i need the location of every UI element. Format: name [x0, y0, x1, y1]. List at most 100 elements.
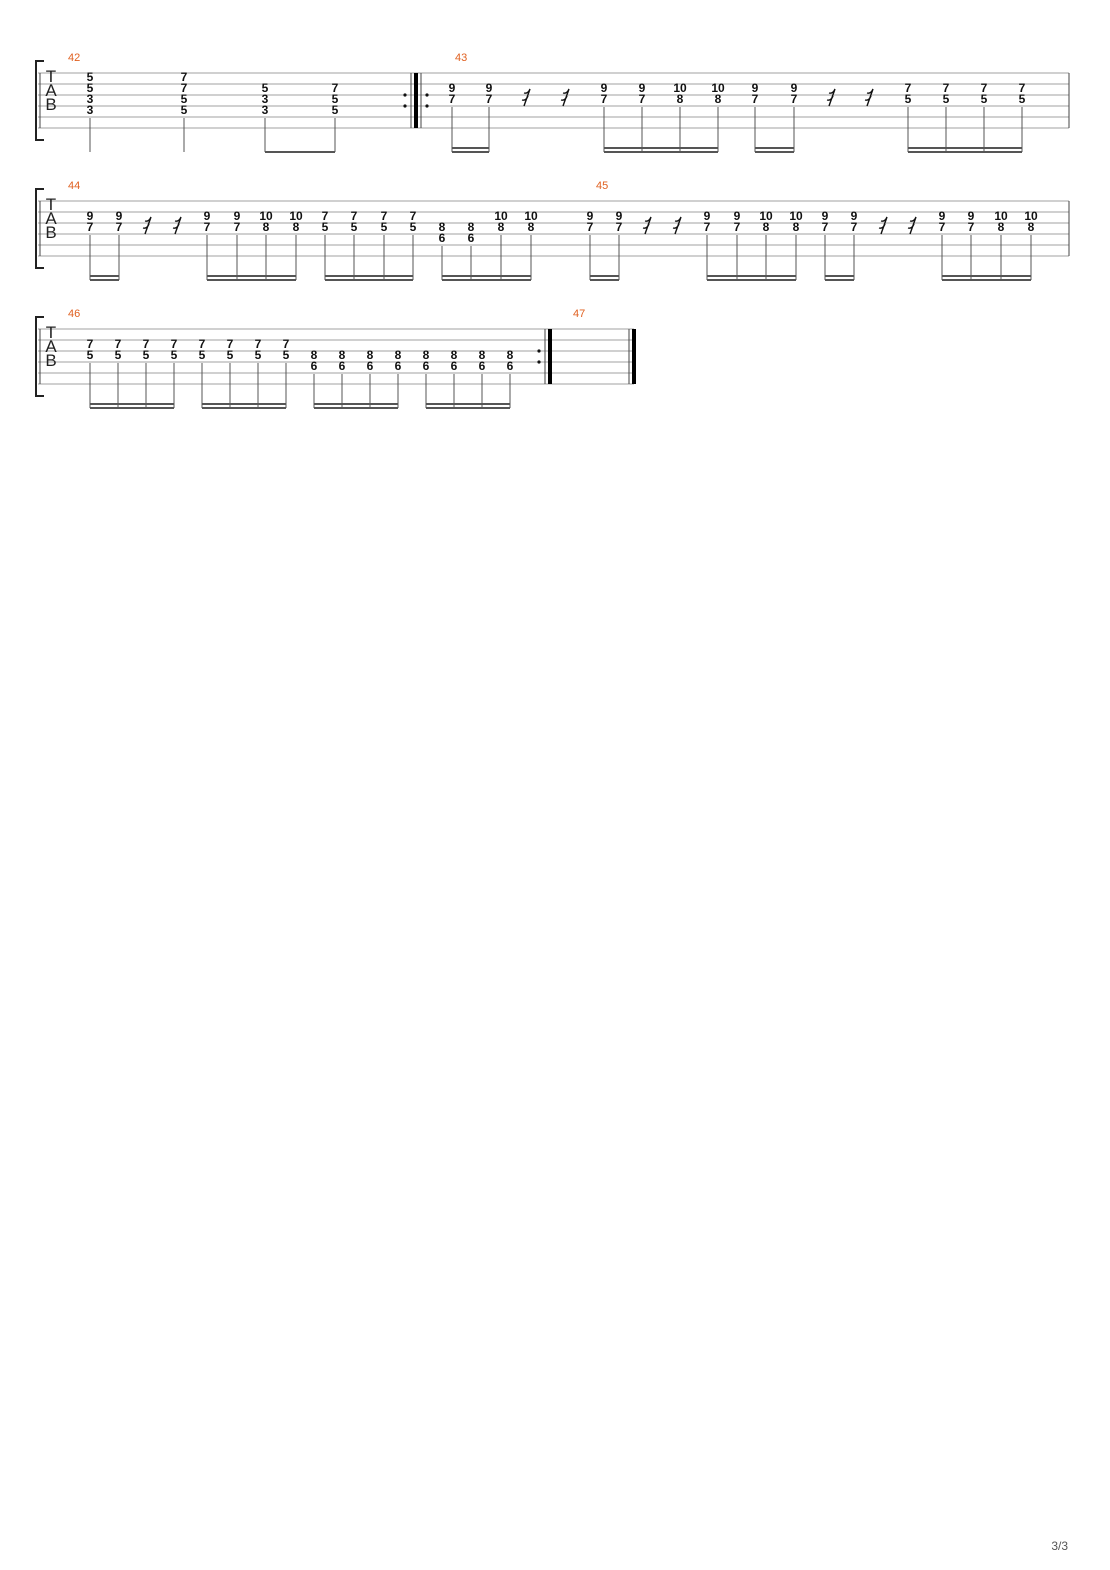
fret-number: 7	[116, 220, 123, 234]
bar-number: 45	[596, 180, 608, 192]
fret-number: 8	[395, 348, 402, 362]
fret-number: 5	[227, 348, 234, 362]
fret-number: 10	[494, 209, 508, 223]
fret-number: 9	[851, 209, 858, 223]
bar-number: 44	[68, 180, 80, 192]
tab-system: TAB4255337755533755439797979710810897977…	[35, 52, 1070, 153]
sixteenth-rest-glyph	[878, 216, 888, 235]
fret-number: 8	[311, 348, 318, 362]
fret-number: 10	[1024, 209, 1038, 223]
fret-number: 9	[639, 81, 646, 95]
fret-number: 5	[171, 348, 178, 362]
fret-number: 7	[171, 337, 178, 351]
tab-clef-letter: T	[46, 67, 56, 86]
fret-number: 7	[283, 337, 290, 351]
fret-number: 7	[1019, 81, 1026, 95]
fret-number: 8	[479, 348, 486, 362]
measure-47: 47	[573, 308, 636, 384]
bar-number: 46	[68, 308, 80, 320]
fret-number: 10	[524, 209, 538, 223]
fret-number: 3	[262, 103, 269, 117]
fret-number: 7	[255, 337, 262, 351]
fret-number: 5	[332, 92, 339, 106]
fret-number: 10	[259, 209, 273, 223]
repeat-dot	[537, 360, 541, 364]
sixteenth-rest-glyph	[521, 88, 531, 107]
bar-number: 43	[455, 52, 467, 64]
fret-number: 8	[498, 220, 505, 234]
fret-number: 8	[763, 220, 770, 234]
fret-number: 7	[351, 209, 358, 223]
fret-number: 10	[789, 209, 803, 223]
fret-number: 7	[639, 92, 646, 106]
fret-number: 3	[87, 92, 94, 106]
fret-number: 7	[752, 92, 759, 106]
tab-clef-letter: A	[45, 81, 57, 100]
fret-number: 7	[199, 337, 206, 351]
sixteenth-rest-glyph	[172, 216, 182, 235]
fret-number: 8	[507, 348, 514, 362]
fret-number: 7	[381, 209, 388, 223]
fret-number: 5	[351, 220, 358, 234]
fret-number: 7	[227, 337, 234, 351]
fret-number: 5	[1019, 92, 1026, 106]
fret-number: 7	[791, 92, 798, 106]
fret-number: 8	[1028, 220, 1035, 234]
fret-number: 7	[143, 337, 150, 351]
fret-number: 7	[616, 220, 623, 234]
fret-number: 8	[339, 348, 346, 362]
fret-number: 7	[939, 220, 946, 234]
system-bracket	[35, 60, 44, 141]
repeat-dot	[425, 104, 429, 108]
fret-number: 7	[704, 220, 711, 234]
fret-number: 8	[468, 220, 475, 234]
fret-number: 9	[752, 81, 759, 95]
fret-number: 7	[87, 220, 94, 234]
fret-number: 8	[439, 220, 446, 234]
bar-number: 42	[68, 52, 80, 64]
fret-number: 7	[449, 92, 456, 106]
fret-number: 9	[116, 209, 123, 223]
fret-number: 7	[181, 70, 188, 84]
tab-clef-letter: A	[45, 337, 57, 356]
fret-number: 9	[822, 209, 829, 223]
fret-number: 5	[181, 103, 188, 117]
tab-clef-letter: T	[46, 195, 56, 214]
fret-number: 9	[87, 209, 94, 223]
fret-number: 5	[87, 348, 94, 362]
fret-number: 6	[479, 359, 486, 373]
fret-number: 9	[234, 209, 241, 223]
fret-number: 8	[793, 220, 800, 234]
fret-number: 6	[339, 359, 346, 373]
fret-number: 8	[677, 92, 684, 106]
fret-number: 7	[734, 220, 741, 234]
fret-number: 8	[998, 220, 1005, 234]
fret-number: 6	[451, 359, 458, 373]
sixteenth-rest-glyph	[864, 88, 874, 107]
sixteenth-rest-glyph	[907, 216, 917, 235]
fret-number: 8	[528, 220, 535, 234]
fret-number: 9	[204, 209, 211, 223]
fret-number: 7	[181, 81, 188, 95]
fret-number: 5	[199, 348, 206, 362]
fret-number: 10	[289, 209, 303, 223]
fret-number: 5	[322, 220, 329, 234]
fret-number: 5	[143, 348, 150, 362]
fret-number: 9	[449, 81, 456, 95]
fret-number: 7	[410, 209, 417, 223]
fret-number: 5	[943, 92, 950, 106]
fret-number: 6	[395, 359, 402, 373]
repeat-dot	[403, 104, 407, 108]
tab-clef-letter: A	[45, 209, 57, 228]
tab-clef-letter: T	[46, 323, 56, 342]
fret-number: 7	[322, 209, 329, 223]
fret-number: 10	[994, 209, 1008, 223]
fret-number: 7	[905, 81, 912, 95]
fret-number: 6	[468, 231, 475, 245]
fret-number: 8	[263, 220, 270, 234]
fret-number: 3	[262, 92, 269, 106]
